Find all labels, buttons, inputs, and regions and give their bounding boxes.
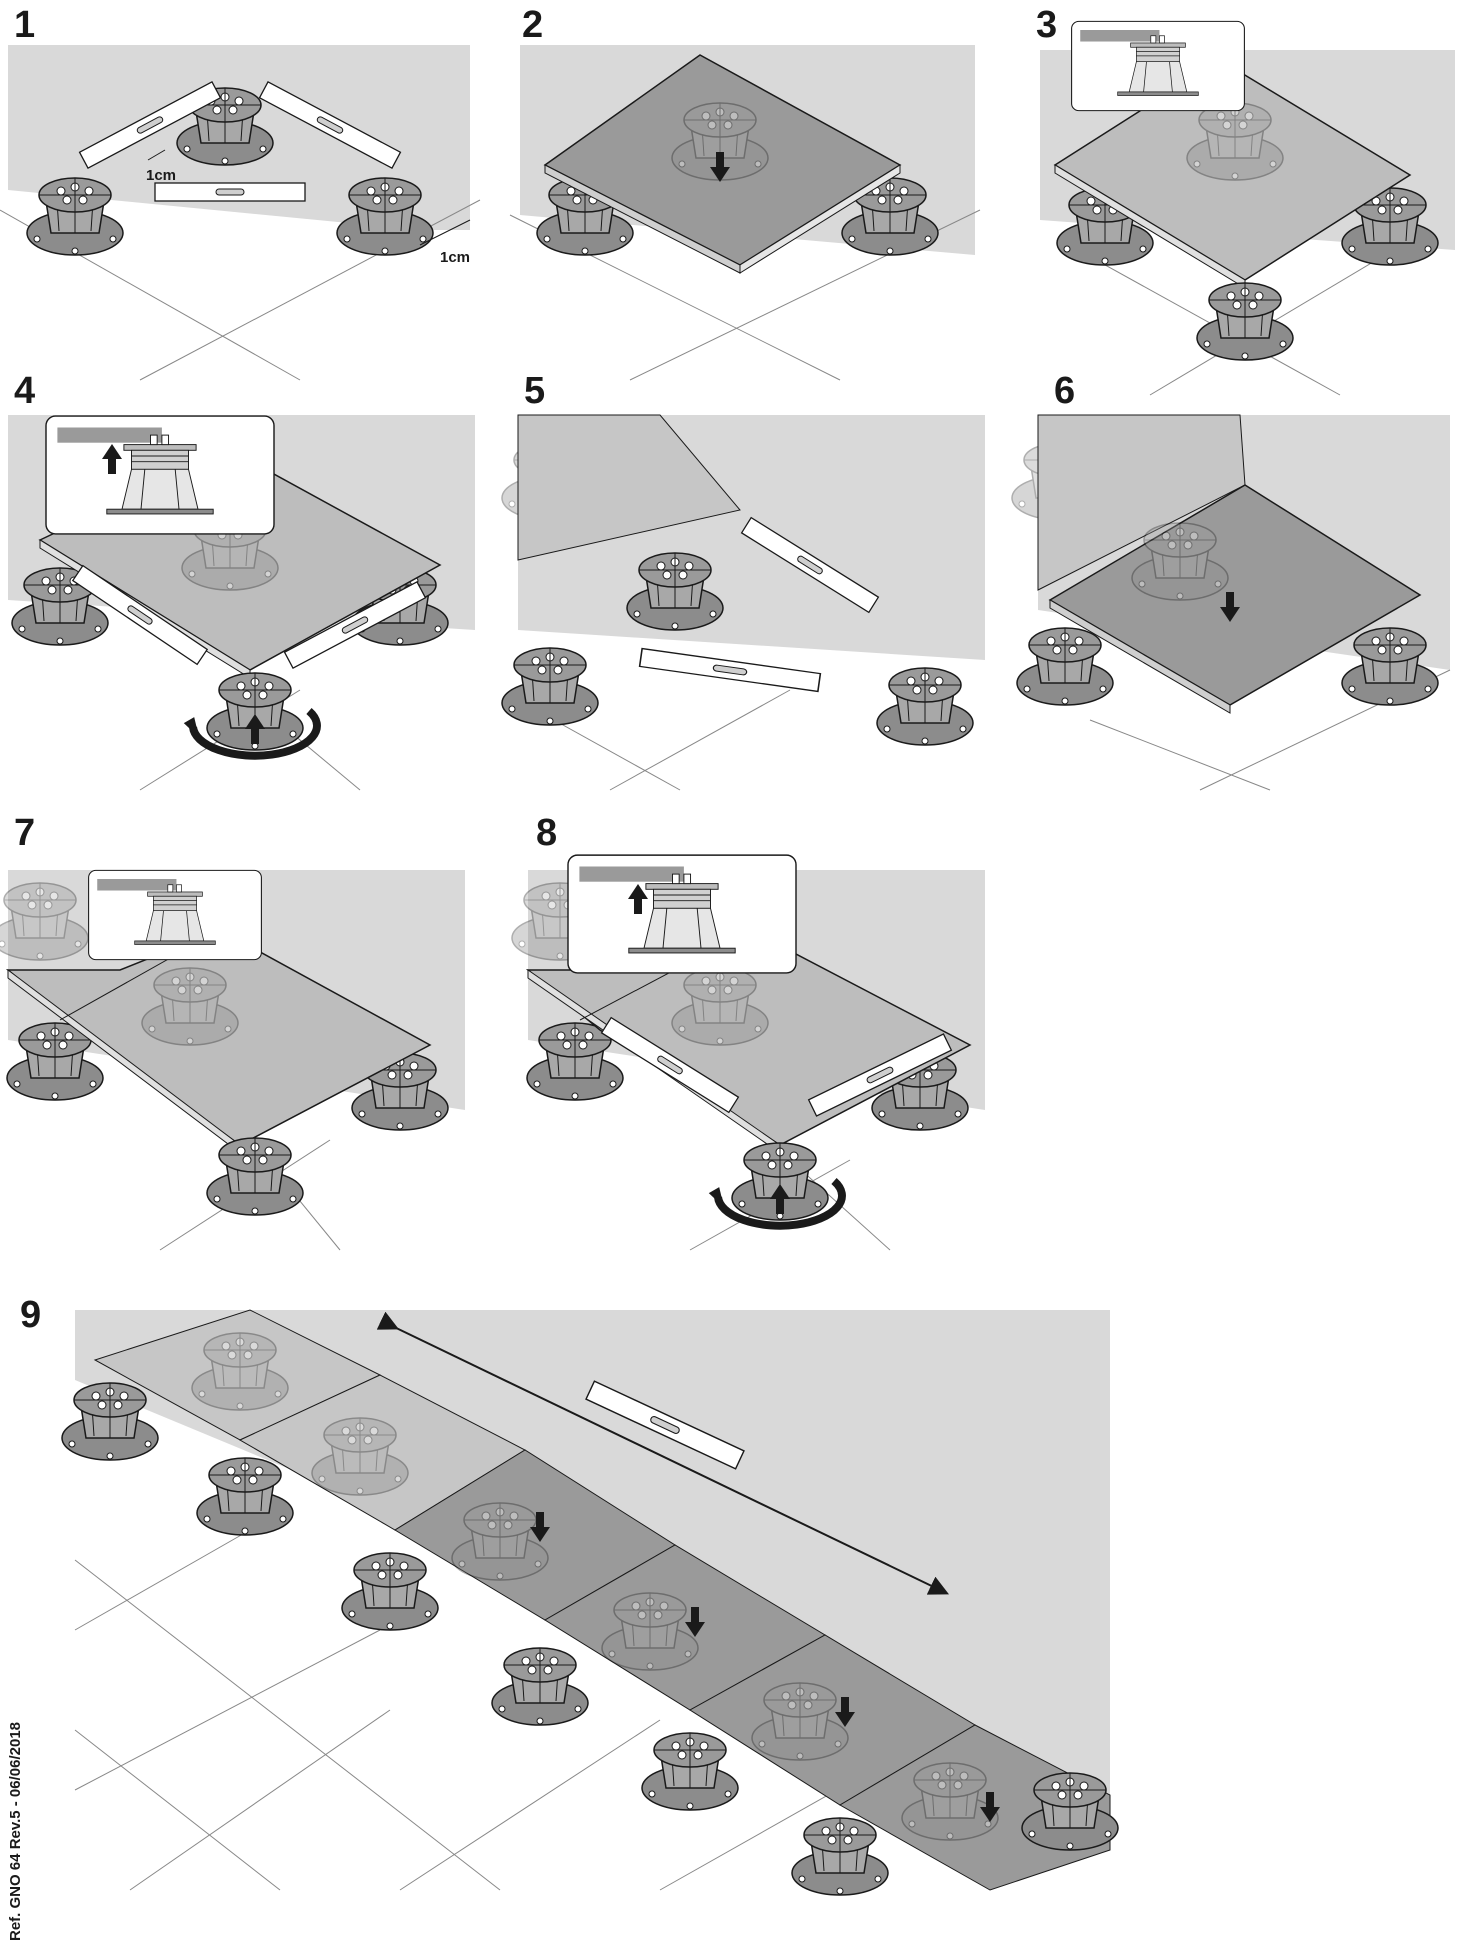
step-9-panel: 9 [0, 1290, 1120, 1890]
step-6-illustration [1030, 370, 1459, 790]
step-number-3: 3 [1036, 6, 1057, 44]
step-5-panel: 5 [510, 370, 990, 790]
step-number-9: 9 [20, 1296, 41, 1334]
step-2-panel: 2 [510, 0, 980, 380]
measure-label-b: 1cm [440, 249, 470, 266]
step-number-6: 6 [1054, 372, 1075, 410]
step-7-illustration [0, 810, 480, 1250]
step-8-illustration [520, 810, 1000, 1250]
step-7-panel: 7 [0, 810, 480, 1250]
step-2-illustration [510, 0, 980, 380]
step-3-panel: 3 [1030, 0, 1459, 400]
step-number-1: 1 [14, 6, 35, 44]
step-number-5: 5 [524, 372, 545, 410]
step-number-8: 8 [536, 814, 557, 852]
step-9-illustration [0, 1290, 1120, 1890]
step-1-panel: 1cm 1cm 1 [0, 0, 480, 380]
step-6-panel: 6 [1030, 370, 1459, 790]
step-5-illustration [510, 370, 990, 790]
step-1-illustration: 1cm 1cm [0, 0, 480, 380]
step-4-illustration [0, 370, 480, 790]
step-number-7: 7 [14, 814, 35, 852]
step-8-panel: 8 [520, 810, 1000, 1250]
step-4-panel: 4 [0, 370, 480, 790]
reference-footer: Ref. GNO 64 Rev.5 - 06/06/2018 [7, 1651, 27, 1941]
step-number-2: 2 [522, 6, 543, 44]
measure-label-a: 1cm [146, 167, 176, 184]
step-3-illustration [1030, 0, 1459, 400]
step-number-4: 4 [14, 372, 35, 410]
